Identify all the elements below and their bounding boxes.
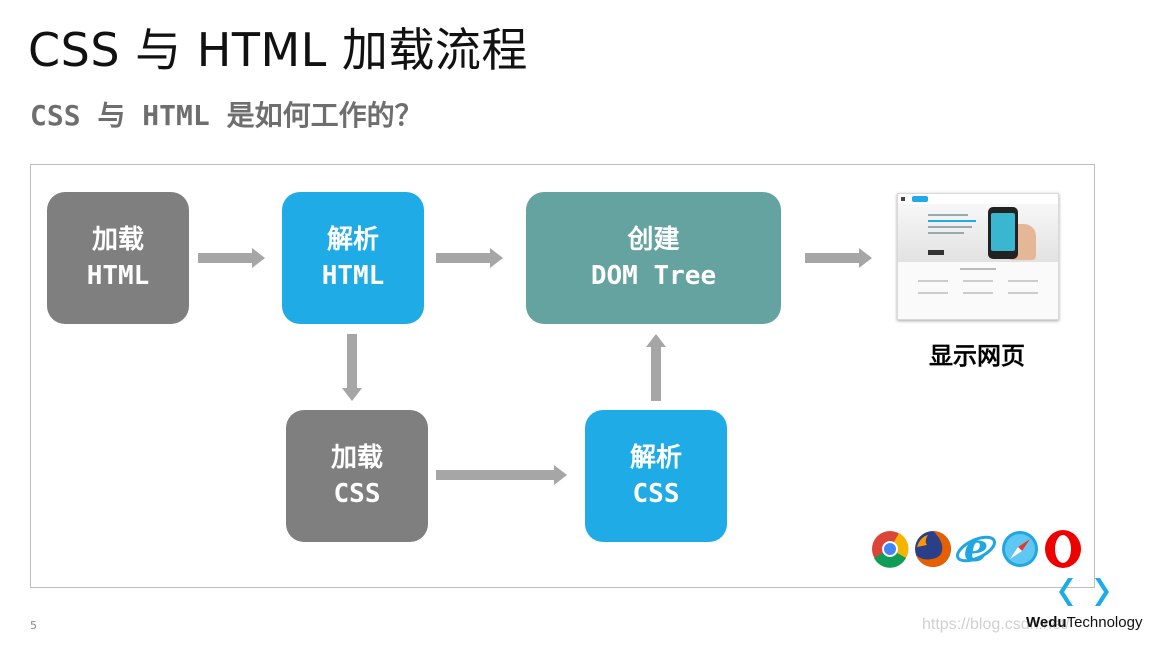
- node-parse-css: 解析 CSS: [585, 410, 727, 542]
- node-load-html-line1: 加载: [91, 225, 144, 255]
- node-load-html-line2: HTML: [86, 261, 150, 291]
- node-create-dom-line2: DOM Tree: [590, 261, 717, 291]
- webpage-preview-image: [897, 193, 1059, 320]
- node-parse-css-line2: CSS: [632, 479, 680, 509]
- slide-subtitle: CSS 与 HTML 是如何工作的？: [30, 99, 423, 132]
- brand-name: WeduTechnology: [1026, 614, 1142, 631]
- node-parse-html: 解析 HTML: [282, 192, 424, 324]
- arrow-load-to-parse-html: [198, 248, 265, 268]
- node-parse-html-line1: 解析: [326, 225, 379, 255]
- diagram-frame: [30, 164, 1095, 588]
- slide-title: CSS 与 HTML 加载流程: [28, 23, 528, 77]
- svg-text:e: e: [964, 527, 988, 570]
- safari-icon: [1002, 531, 1038, 567]
- chrome-icon: [872, 531, 909, 568]
- brand-name-rest: Technology: [1066, 614, 1143, 631]
- node-load-css-line2: CSS: [333, 479, 381, 509]
- firefox-icon: [915, 531, 951, 567]
- arrow-parse-css-to-dom: [646, 334, 666, 401]
- node-create-dom-line1: 创建: [627, 225, 680, 255]
- display-webpage-label: 显示网页: [929, 342, 1025, 370]
- watermark-url: https://blog.csdn.net/: [922, 616, 1070, 633]
- arrow-parse-html-to-load-css: [342, 334, 362, 401]
- brand-logo-icon: [1059, 578, 1109, 606]
- page-number: 5: [30, 619, 37, 632]
- node-parse-css-line1: 解析: [629, 443, 682, 473]
- arrow-load-css-to-parse-css: [436, 465, 567, 485]
- browser-icons: e: [872, 527, 1081, 570]
- opera-icon: [1045, 530, 1081, 568]
- arrow-parse-html-to-dom: [436, 248, 503, 268]
- node-load-css: 加载 CSS: [286, 410, 428, 542]
- node-parse-html-line2: HTML: [321, 261, 385, 291]
- brand-name-bold: Wedu: [1026, 614, 1067, 631]
- ie-icon: e: [955, 527, 997, 570]
- node-load-html: 加载 HTML: [47, 192, 189, 324]
- arrow-dom-to-display: [805, 248, 872, 268]
- node-load-css-line1: 加载: [330, 443, 383, 473]
- node-create-dom: 创建 DOM Tree: [526, 192, 781, 324]
